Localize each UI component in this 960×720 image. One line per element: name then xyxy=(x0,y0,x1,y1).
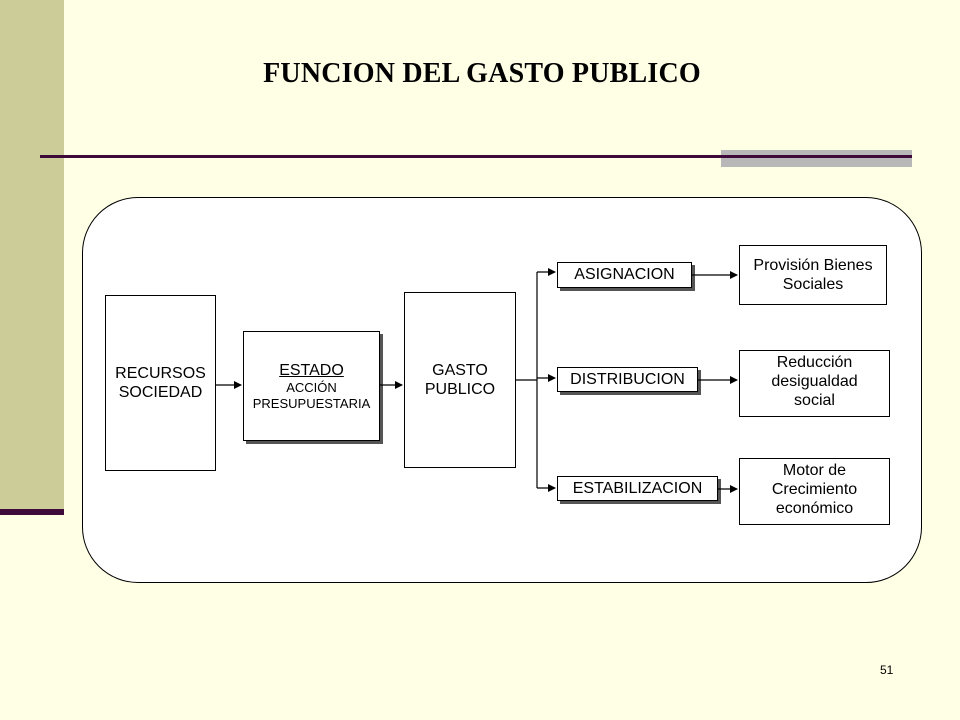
box-estado-sub2: PRESUPUESTARIA xyxy=(252,395,371,411)
box-motor-line3: económico xyxy=(775,500,854,518)
box-estado: ESTADO ACCIÓN PRESUPUESTARIA xyxy=(243,331,380,441)
slide-title: FUNCION DEL GASTO PUBLICO xyxy=(263,58,701,89)
sidebar-band xyxy=(0,0,64,510)
box-motor-crecimiento: Motor de Crecimiento económico xyxy=(739,458,890,525)
box-estabilizacion: ESTABILIZACION xyxy=(557,476,718,501)
box-recursos-sociedad: RECURSOS SOCIEDAD xyxy=(105,295,216,471)
box-gasto-line2: PUBLICO xyxy=(424,381,496,398)
box-estado-sub1: ACCIÓN xyxy=(286,380,337,395)
box-provision-line1: Provisión Bienes xyxy=(753,256,873,274)
box-recursos-line1: RECURSOS xyxy=(115,364,206,382)
box-motor-line2: Crecimiento xyxy=(771,481,858,499)
box-distribucion-label: DISTRIBUCION xyxy=(570,370,685,388)
box-provision-line2: Sociales xyxy=(782,276,844,293)
box-estabilizacion-label: ESTABILIZACION xyxy=(572,479,703,497)
title-rule xyxy=(40,155,912,158)
box-reduccion-line3: social xyxy=(794,392,835,410)
box-provision-bienes: Provisión Bienes Sociales xyxy=(739,245,887,305)
box-reduccion-line1: Reducción xyxy=(776,354,853,371)
box-asignacion: ASIGNACION xyxy=(557,262,692,288)
box-reduccion-line2: desigualdad xyxy=(771,373,858,391)
box-estado-heading: ESTADO xyxy=(279,361,344,379)
box-recursos-line2: SOCIEDAD xyxy=(118,384,203,401)
sidebar-accent-line xyxy=(0,509,64,515)
title-rule-gray-block xyxy=(721,150,912,167)
box-distribucion: DISTRIBUCION xyxy=(557,367,698,392)
box-reduccion-desigualdad: Reducción desigualdad social xyxy=(739,350,890,417)
box-motor-line1: Motor de xyxy=(782,462,847,479)
box-gasto-publico: GASTO PUBLICO xyxy=(404,292,516,468)
page-number: 51 xyxy=(880,663,894,677)
box-gasto-line1: GASTO xyxy=(432,361,488,379)
box-asignacion-label: ASIGNACION xyxy=(574,266,675,284)
